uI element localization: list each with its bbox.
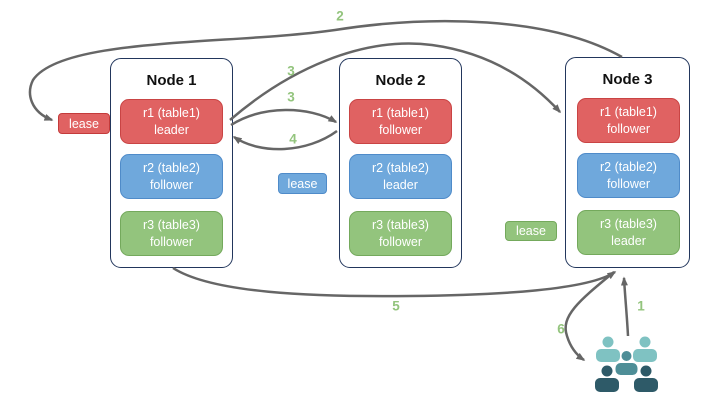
arrow-step-4-node2-to-node1 [232, 129, 338, 151]
node-3: Node 3 r1 (table1) follower r2 (table2) … [565, 57, 690, 268]
node-3-replica-r1: r1 (table1) follower [577, 98, 680, 143]
step-label-1: 1 [637, 298, 645, 314]
lease-badge-table3: lease [505, 221, 557, 241]
replica-role: leader [154, 122, 189, 137]
arrow-step-6-node3-to-users [564, 271, 615, 362]
arrow-step-5-node1-to-node3 [172, 266, 617, 298]
step-label-4: 4 [289, 131, 297, 147]
replica-name: r3 (table3) [143, 218, 200, 233]
node-2-replica-r3: r3 (table3) follower [349, 211, 452, 256]
user-back-right [633, 336, 657, 362]
node-2-replica-r2: r2 (table2) leader [349, 154, 452, 199]
replica-role: follower [149, 177, 194, 192]
node-2-replica-r1: r1 (table1) follower [349, 99, 452, 144]
users-icon [595, 336, 658, 392]
node-1-replica-r1: r1 (table1) leader [120, 99, 223, 144]
lease-badge-table1: lease [58, 113, 110, 134]
replica-name: r2 (table2) [143, 161, 200, 176]
node-3-title: Node 3 [602, 71, 653, 88]
node-2-title: Node 2 [375, 72, 426, 89]
arrow-step-3-node1-to-node2 [230, 108, 338, 127]
step-label-3a: 3 [287, 63, 295, 79]
user-middle [615, 351, 638, 375]
step-label-5: 5 [392, 298, 400, 314]
replica-role: follower [378, 122, 423, 137]
node-1-replica-r2: r2 (table2) follower [120, 154, 223, 199]
replica-name: r1 (table1) [143, 106, 200, 121]
replica-role: leader [383, 177, 418, 192]
replica-role: follower [606, 176, 651, 191]
replica-role: follower [378, 234, 423, 249]
replica-name: r3 (table3) [372, 218, 429, 233]
replica-name: r1 (table1) [372, 106, 429, 121]
replica-role: leader [611, 233, 646, 248]
user-front-right [634, 365, 658, 392]
replica-name: r2 (table2) [600, 160, 657, 175]
replica-name: r2 (table2) [372, 161, 429, 176]
replica-name: r3 (table3) [600, 217, 657, 232]
step-label-2: 2 [336, 8, 344, 24]
user-back-left [596, 336, 620, 362]
node-3-replica-r3: r3 (table3) leader [577, 210, 680, 255]
node-1: Node 1 r1 (table1) leader r2 (table2) fo… [110, 58, 233, 268]
step-label-3b: 3 [287, 89, 295, 105]
replica-name: r1 (table1) [600, 105, 657, 120]
step-label-6: 6 [557, 321, 565, 337]
node-1-title: Node 1 [146, 72, 197, 89]
arrow-step-1-users-to-node3 [620, 276, 630, 337]
lease-badge-table2: lease [278, 173, 327, 194]
node-2: Node 2 r1 (table1) follower r2 (table2) … [339, 58, 462, 268]
node-3-replica-r2: r2 (table2) follower [577, 153, 680, 198]
replica-role: follower [606, 121, 651, 136]
replica-role: follower [149, 234, 194, 249]
user-front-left [595, 365, 619, 392]
node-1-replica-r3: r3 (table3) follower [120, 211, 223, 256]
